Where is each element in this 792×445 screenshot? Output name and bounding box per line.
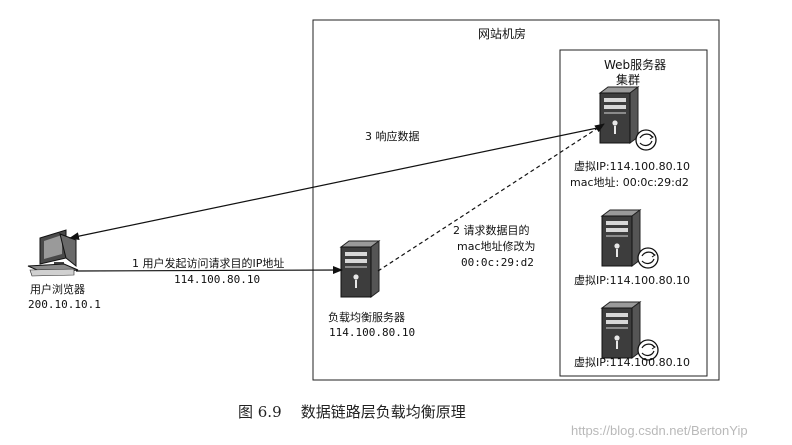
data-center-frame — [312, 19, 720, 381]
web-server-3-icon — [601, 301, 641, 359]
web-server-1-icon — [599, 86, 639, 144]
arrow-response — [69, 126, 603, 241]
web-server-3-vip: 虚拟IP:114.100.80.10 — [574, 356, 691, 369]
data-center-title: 网站机房 — [478, 27, 527, 41]
load-balancer-name: 负载均衡服务器 — [328, 311, 405, 324]
globe-icon — [637, 247, 659, 269]
web-server-2-vip: 虚拟IP:114.100.80.10 — [574, 274, 691, 287]
load-balancer-ip: 114.100.80.10 — [329, 326, 416, 339]
client-ip: 200.10.10.1 — [28, 298, 101, 311]
figure-caption: 图 6.9 数据链路层负载均衡原理 — [238, 403, 466, 421]
client-name: 用户浏览器 — [30, 283, 85, 296]
step-3-label: 3 响应数据 — [365, 130, 420, 143]
step-1-label: 1 用户发起访问请求目的IP地址 — [132, 257, 285, 270]
globe-icon — [635, 129, 657, 151]
arrow-forward-to-web-server — [377, 123, 605, 272]
web-cluster-frame — [559, 49, 708, 377]
web-server-2-icon — [601, 209, 641, 267]
step-2-mac: 00:0c:29:d2 — [461, 256, 534, 269]
step-2-label: 2 请求数据目的 — [453, 224, 530, 237]
step-1-ip: 114.100.80.10 — [174, 273, 261, 286]
web-server-1-vip: 虚拟IP:114.100.80.10 — [574, 160, 691, 173]
web-cluster-title: Web服务器 — [604, 58, 667, 72]
watermark: https://blog.csdn.net/BertonYip — [571, 423, 748, 438]
web-server-1-mac: mac地址: 00:0c:29:d2 — [570, 176, 689, 189]
desktop-computer-icon — [27, 229, 79, 277]
arrow-request — [75, 266, 343, 275]
step-2-label: mac地址修改为 — [457, 240, 536, 253]
load-balancer-server-icon — [340, 240, 380, 298]
web-cluster-title: 集群 — [616, 73, 641, 87]
